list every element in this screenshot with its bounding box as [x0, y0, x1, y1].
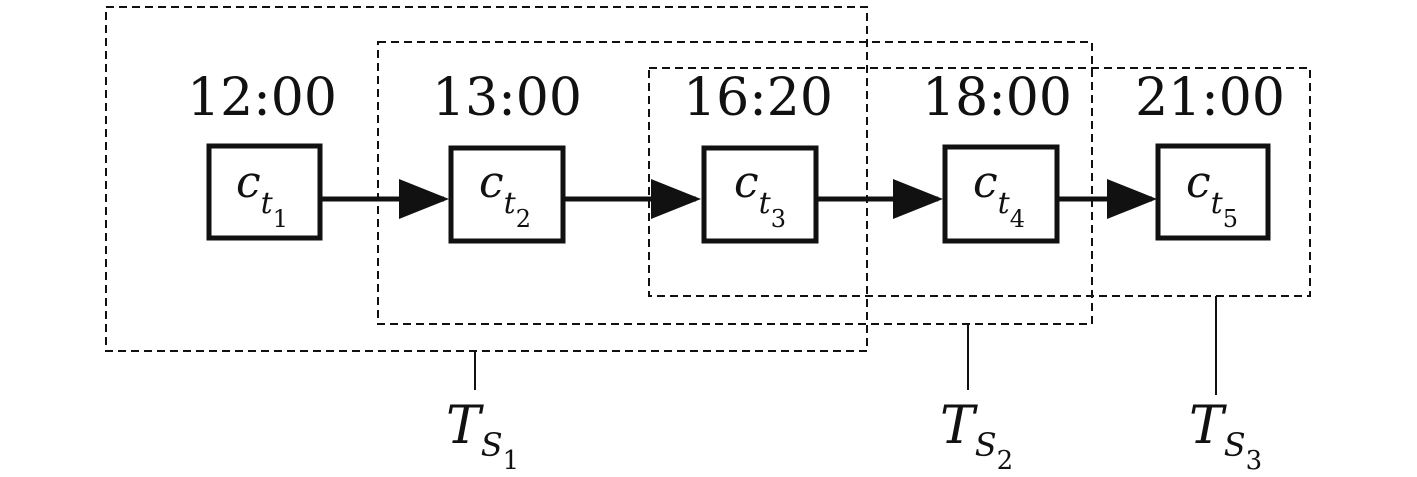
node-time-label: 12:00 [187, 68, 337, 128]
node-1: 12:00 ct1 [187, 68, 337, 241]
node-time-label: 16:20 [683, 68, 833, 128]
node-2: 13:00 ct2 [432, 68, 582, 244]
node-label: ct5 [1186, 157, 1238, 233]
node-5: 21:00 ct5 [1135, 68, 1285, 241]
node-label: ct3 [734, 157, 786, 233]
node-box [942, 144, 1060, 244]
node-time-label: 13:00 [432, 68, 582, 128]
window-box-1 [105, 6, 868, 352]
window-box-3 [648, 67, 1311, 297]
node-label: ct1 [236, 157, 288, 233]
window-label-3: TS3 [1189, 396, 1262, 476]
node-box [701, 145, 819, 244]
node-time-label: 18:00 [922, 68, 1072, 128]
window-label-1: TS1 [446, 396, 519, 476]
window-box-2 [377, 41, 1093, 325]
node-box [1155, 143, 1271, 241]
node-time-label: 21:00 [1135, 68, 1285, 128]
node-label: ct4 [973, 157, 1025, 233]
node-box [206, 143, 323, 241]
window-label-2: TS2 [940, 396, 1013, 476]
node-box [448, 145, 566, 244]
node-3: 16:20 ct3 [683, 68, 833, 244]
node-4: 18:00 ct4 [922, 68, 1072, 244]
node-label: ct2 [479, 157, 531, 233]
